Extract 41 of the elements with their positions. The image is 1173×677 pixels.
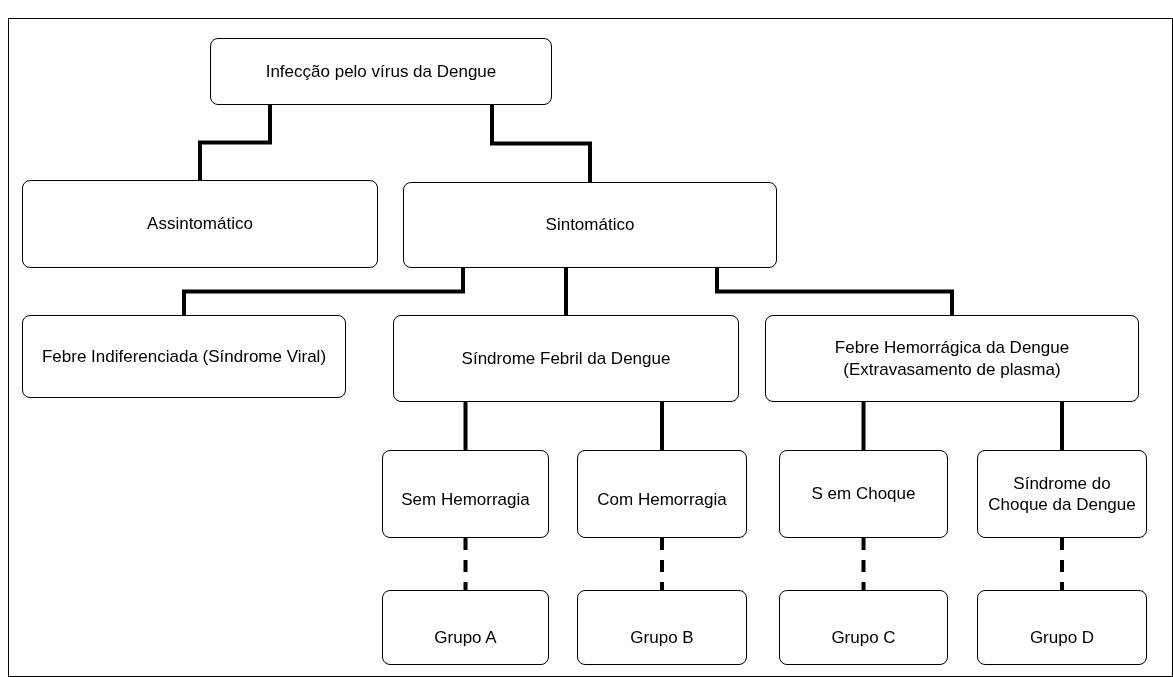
connector-line xyxy=(1060,402,1064,450)
dashed-connector xyxy=(861,538,866,590)
connector-line xyxy=(715,268,954,315)
box-label: S em Choque xyxy=(811,483,916,505)
connector-line xyxy=(660,402,664,450)
connector-line xyxy=(182,268,465,315)
process-box xyxy=(977,590,1147,665)
connector-line xyxy=(564,268,568,315)
process-box xyxy=(977,450,1147,538)
dashed-connector xyxy=(660,538,664,590)
box-label: Sem Hemorragia xyxy=(401,489,530,511)
process-box xyxy=(22,180,378,268)
process-box xyxy=(765,315,1139,402)
process-box xyxy=(403,182,777,268)
process-box xyxy=(382,450,549,538)
box-label: Febre Hemorrágica da Dengue (Extravasamento de plasma) xyxy=(833,337,1071,380)
box-label: Infecção pelo vírus da Dengue xyxy=(265,60,497,83)
connector-line xyxy=(198,105,272,180)
connector-line xyxy=(463,402,468,450)
box-label: Com Hemorragia xyxy=(597,489,727,511)
process-box xyxy=(393,315,739,402)
box-label: Síndrome Febril da Dengue xyxy=(461,347,671,370)
process-box xyxy=(779,590,948,665)
dashed-connector xyxy=(1060,538,1064,590)
box-label: Sintomático xyxy=(545,214,635,236)
connector-line xyxy=(861,402,866,450)
connector-line xyxy=(490,105,592,182)
dashed-connector xyxy=(463,538,468,590)
process-box xyxy=(22,315,346,398)
process-box xyxy=(779,450,948,538)
process-box xyxy=(577,590,747,665)
box-label: Assintomático xyxy=(147,213,253,235)
process-box xyxy=(382,590,549,665)
process-box xyxy=(577,450,747,538)
box-label: Grupo C xyxy=(831,626,896,649)
box-label: Febre Indiferenciada (Síndrome Viral) xyxy=(41,345,327,368)
box-label: Síndrome do Choque da Dengue xyxy=(987,472,1137,516)
process-box xyxy=(210,38,552,105)
box-label: Grupo A xyxy=(434,626,497,649)
box-label: Grupo B xyxy=(630,626,694,649)
box-label: Grupo D xyxy=(1029,626,1095,649)
